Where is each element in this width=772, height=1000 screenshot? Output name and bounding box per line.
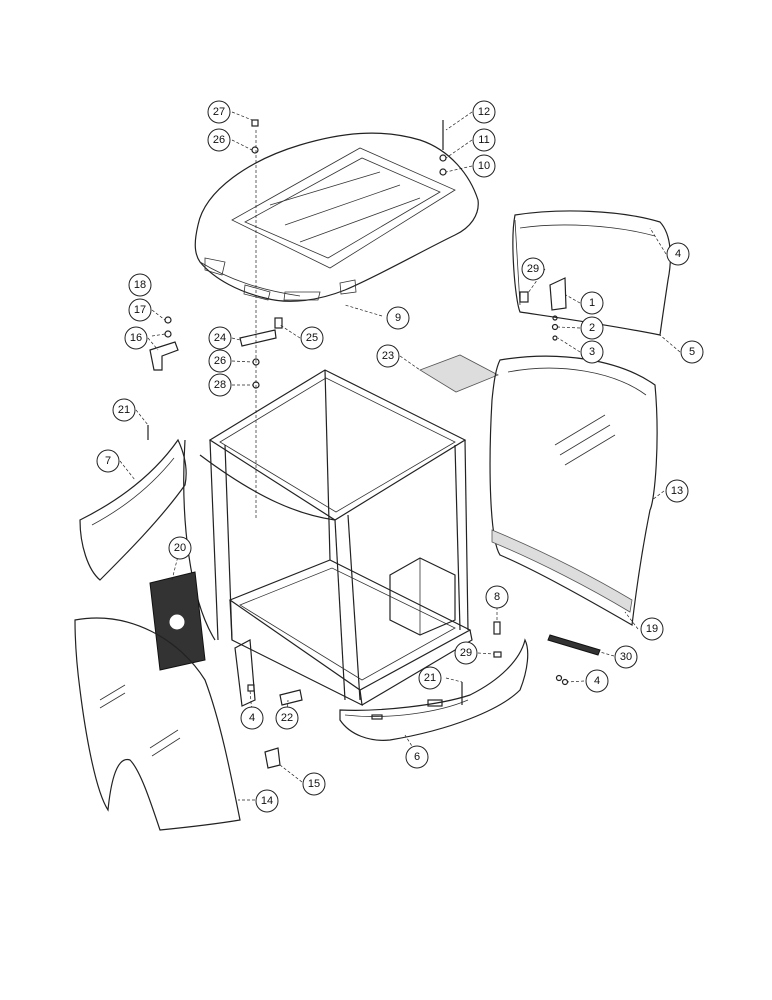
callout-9: 9 xyxy=(386,306,410,330)
callout-label: 24 xyxy=(214,332,226,344)
callout-25: 25 xyxy=(300,326,324,350)
callout-10: 10 xyxy=(472,154,496,178)
air-filter xyxy=(419,354,499,393)
rear-window-glass xyxy=(512,210,671,336)
callout-label: 30 xyxy=(620,651,632,663)
roof-panel xyxy=(194,132,479,302)
callout-label: 14 xyxy=(261,795,273,807)
callout-label: 1 xyxy=(589,297,595,309)
callout-20: 20 xyxy=(168,536,192,560)
callout-28: 28 xyxy=(208,373,232,397)
callout-21: 21 xyxy=(112,398,136,422)
callout-label: 28 xyxy=(214,379,226,391)
callout-label: 4 xyxy=(249,712,255,724)
center-hardware xyxy=(239,130,283,520)
callout-label: 4 xyxy=(594,675,600,687)
callout-18: 18 xyxy=(128,273,152,297)
callout-15: 15 xyxy=(302,772,326,796)
callout-7: 7 xyxy=(96,449,120,473)
side-glass xyxy=(74,617,241,831)
callout-19: 19 xyxy=(640,617,664,641)
callout-12: 12 xyxy=(472,100,496,124)
callout-4: 4 xyxy=(585,669,609,693)
callout-4: 4 xyxy=(240,706,264,730)
callout-label: 18 xyxy=(134,279,146,291)
callout-label: 3 xyxy=(589,346,595,358)
callout-14: 14 xyxy=(255,789,279,813)
vent-grille xyxy=(149,571,206,671)
callout-13: 13 xyxy=(665,479,689,503)
callout-26: 26 xyxy=(207,128,231,152)
callout-4: 4 xyxy=(666,242,690,266)
callout-label: 26 xyxy=(213,134,225,146)
callout-label: 15 xyxy=(308,778,320,790)
callout-26: 26 xyxy=(208,349,232,373)
callout-label: 21 xyxy=(424,672,436,684)
callout-label: 11 xyxy=(478,134,489,146)
callout-label: 10 xyxy=(478,160,490,172)
callout-29: 29 xyxy=(521,257,545,281)
callout-3: 3 xyxy=(580,340,604,364)
callout-label: 27 xyxy=(213,106,225,118)
callout-24: 24 xyxy=(208,326,232,350)
callout-label: 7 xyxy=(105,455,111,467)
rear-hardware xyxy=(519,277,567,341)
callout-label: 19 xyxy=(646,623,658,635)
callout-label: 29 xyxy=(460,647,472,659)
callout-8: 8 xyxy=(485,585,509,609)
callout-17: 17 xyxy=(128,298,152,322)
callout-2: 2 xyxy=(580,316,604,340)
callout-label: 29 xyxy=(527,263,539,275)
callout-label: 8 xyxy=(494,591,500,603)
callout-23: 23 xyxy=(376,344,400,368)
front-windshield xyxy=(489,355,658,626)
callout-6: 6 xyxy=(405,745,429,769)
callout-27: 27 xyxy=(207,100,231,124)
left-bracket-group xyxy=(149,316,179,371)
callout-label: 13 xyxy=(671,485,683,497)
seal-strip xyxy=(491,529,633,613)
callout-label: 25 xyxy=(306,332,318,344)
callout-label: 6 xyxy=(414,751,420,763)
callout-label: 21 xyxy=(118,404,130,416)
callout-label: 16 xyxy=(130,332,142,344)
callout-label: 4 xyxy=(675,248,681,260)
callout-label: 9 xyxy=(395,312,401,324)
callout-label: 26 xyxy=(214,355,226,367)
callout-label: 5 xyxy=(689,346,695,358)
callout-label: 17 xyxy=(134,304,146,316)
leader-lines xyxy=(119,111,681,801)
callout-label: 20 xyxy=(174,542,186,554)
step-strip xyxy=(547,634,601,656)
callout-21: 21 xyxy=(418,666,442,690)
small-plate xyxy=(264,747,281,769)
callout-label: 22 xyxy=(281,712,293,724)
callout-22: 22 xyxy=(275,706,299,730)
callout-label: 12 xyxy=(478,106,490,118)
callout-29: 29 xyxy=(454,641,478,665)
cab-frame xyxy=(183,369,473,707)
callout-16: 16 xyxy=(124,326,148,350)
callout-label: 23 xyxy=(382,350,394,362)
side-trim-panel xyxy=(79,438,187,581)
callout-label: 2 xyxy=(589,322,595,334)
callout-30: 30 xyxy=(614,645,638,669)
roof-fasteners xyxy=(251,119,447,176)
callout-11: 11 xyxy=(472,128,496,152)
front-bumper xyxy=(339,638,529,741)
callout-1: 1 xyxy=(580,291,604,315)
bumper-hardware xyxy=(461,621,569,705)
callout-5: 5 xyxy=(680,340,704,364)
